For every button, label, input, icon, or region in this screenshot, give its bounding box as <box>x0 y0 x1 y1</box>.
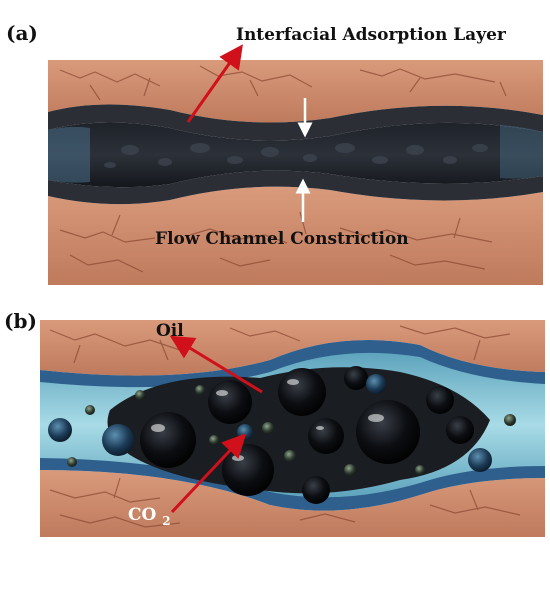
panel-b-tag: (b) <box>4 309 37 333</box>
label-co2: CO 2 <box>128 505 171 528</box>
annotation-flow-channel-constriction: Flow Channel Constriction <box>155 229 409 249</box>
co2-arrow <box>170 433 247 514</box>
rock-bottom-b <box>40 470 545 537</box>
rock-cracks-b <box>49 325 521 528</box>
label-oil: Oil <box>156 321 184 341</box>
oil-channel-a <box>48 122 543 188</box>
oil-arrow <box>169 335 263 394</box>
label-co2-subscript: 2 <box>162 514 170 528</box>
rock-top-a <box>48 60 543 123</box>
rock-bottom-a <box>48 186 543 285</box>
panel-a <box>48 60 543 285</box>
oil-particles-a <box>104 143 488 168</box>
bubbles-b <box>48 366 516 504</box>
rock-cracks-a <box>59 65 507 273</box>
annotation-adsorption-layer: Interfacial Adsorption Layer <box>236 25 507 45</box>
adsorption-layer-top <box>48 104 543 141</box>
adsorption-arrow <box>186 44 243 123</box>
label-co2-main: CO <box>128 505 157 525</box>
rock-top-b <box>40 320 545 376</box>
adsorption-layer-bottom <box>48 170 543 205</box>
panel-b <box>40 320 545 537</box>
panel-a-tag: (a) <box>6 21 38 45</box>
